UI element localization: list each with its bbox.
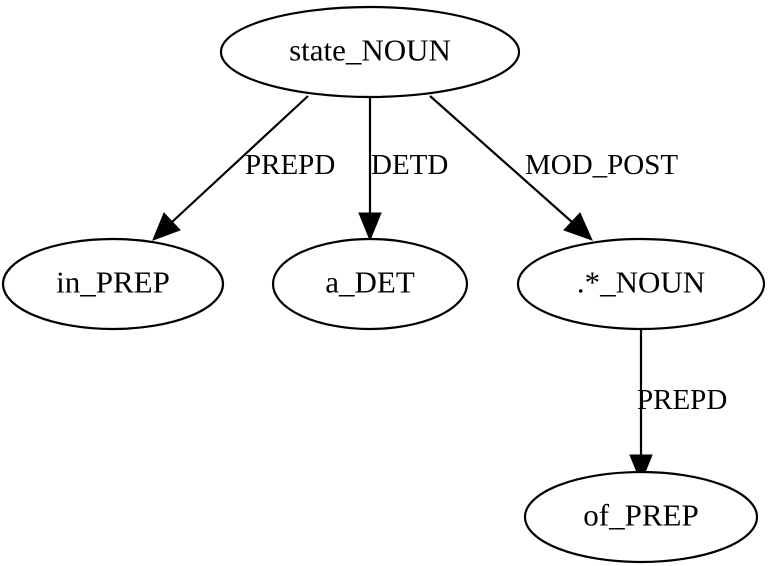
node-wildcard-noun: .*_NOUN xyxy=(516,237,766,331)
node-ellipse xyxy=(516,237,766,331)
arrow-head xyxy=(152,212,181,241)
edge-noun-to-of-prep: PREPD xyxy=(629,329,727,484)
arrow-head xyxy=(358,212,382,242)
edge-line xyxy=(429,95,573,223)
node-of-prep: of_PREP xyxy=(523,470,759,564)
edge-label-prepd-left: PREPD xyxy=(245,149,335,181)
node-in-prep: in_PREP xyxy=(1,237,225,331)
edge-line xyxy=(171,95,309,223)
node-a-det: a_DET xyxy=(271,237,469,331)
node-label: in_PREP xyxy=(56,265,170,300)
edge-state-to-a-det: DETD xyxy=(358,97,448,242)
edge-label-mod-post: MOD_POST xyxy=(525,149,678,181)
node-label: .*_NOUN xyxy=(577,265,705,300)
edge-state-to-noun: MOD_POST xyxy=(429,95,678,241)
node-label: a_DET xyxy=(325,265,415,300)
edge-state-to-in-prep: PREPD xyxy=(152,95,335,241)
node-state-noun: state_NOUN xyxy=(219,5,521,99)
node-ellipse xyxy=(523,470,759,564)
node-ellipse xyxy=(219,5,521,99)
node-label: state_NOUN xyxy=(289,33,451,68)
edge-label-prepd-bottom: PREPD xyxy=(637,384,727,416)
arrow-head xyxy=(629,454,653,484)
node-ellipse xyxy=(1,237,225,331)
edge-label-detd: DETD xyxy=(371,149,448,181)
node-ellipse xyxy=(271,237,469,331)
node-label: of_PREP xyxy=(583,498,698,533)
arrow-head xyxy=(563,212,593,241)
